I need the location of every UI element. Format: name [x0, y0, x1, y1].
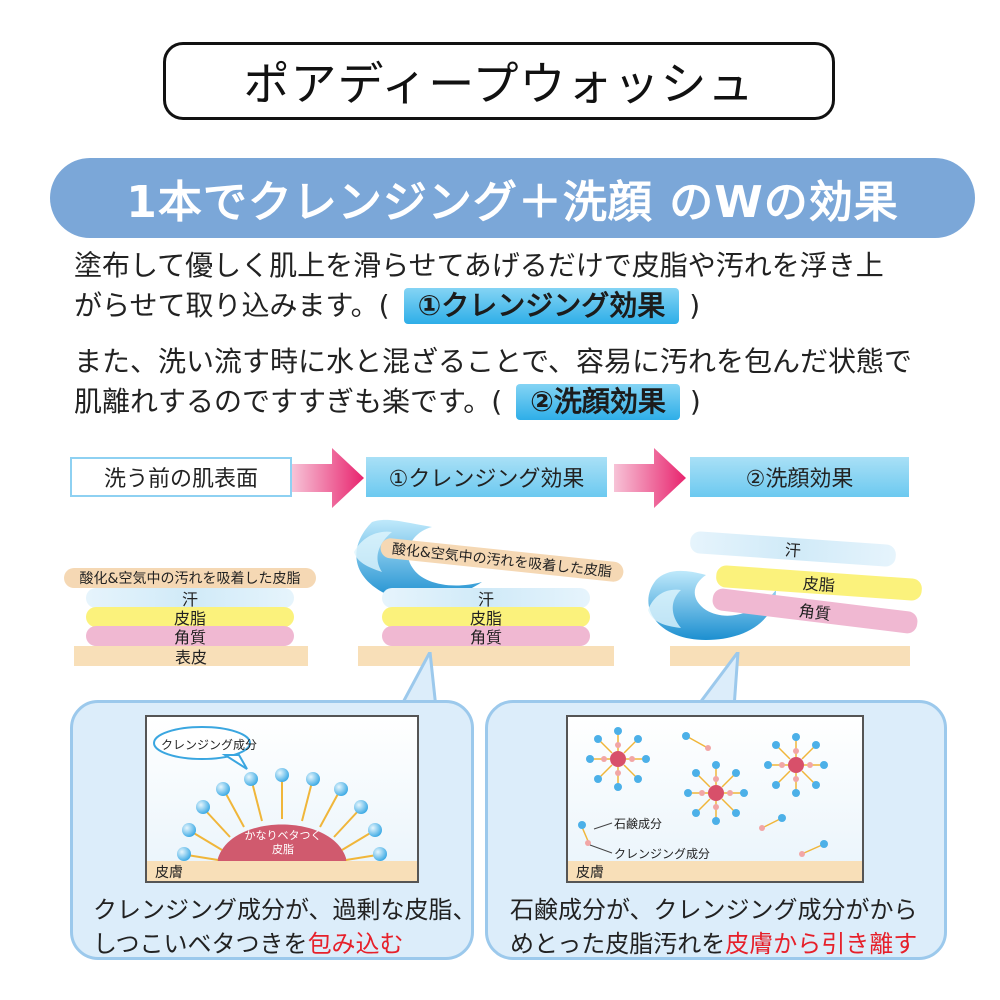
layer-sebum: 皮脂	[86, 607, 294, 628]
skin-label-right: 皮膚	[576, 865, 604, 881]
sticky-sebum-line-1: かなりベタつく	[244, 829, 322, 842]
wash-explanation-panel: 石鹸成分 クレンジング成分 皮膚 石鹸成分が、クレンジング成分がから めとった皮…	[485, 700, 947, 960]
step-before-wash: 洗う前の肌表面	[70, 457, 292, 497]
wash-caption-emphasis: 皮膚から引き離す	[725, 930, 918, 958]
layer-sweat: 汗	[86, 588, 294, 609]
layer-sebum-2: 皮脂	[382, 607, 590, 628]
micelle-wrap-diagram	[147, 717, 417, 881]
paragraph-2: また、洗い流す時に水と混ざることで、容易に汚れを包んだ状態で 肌離れするのですす…	[74, 342, 912, 422]
callout-pointer-right	[694, 652, 740, 708]
skin-strip-left: 皮膚	[147, 861, 417, 881]
step-cleansing-effect: ①クレンジング効果	[366, 457, 607, 497]
soap-ingredient-label: 石鹸成分	[614, 817, 663, 831]
paragraph-1: 塗布して優しく肌上を滑らせてあげるだけで皮脂や汚れを浮き上 がらせて取り込みます…	[74, 246, 884, 326]
skin-strip-right: 皮膚	[568, 861, 862, 881]
cleansing-caption-text: しつこいベタつきを	[93, 930, 308, 958]
cleansing-ingredient-label: クレンジング成分	[614, 847, 711, 861]
wash-illustration: 石鹸成分 クレンジング成分 皮膚	[566, 715, 864, 883]
paragraph-2-text: 肌離れするのですすぎも楽です。(	[74, 385, 503, 418]
cleansing-caption-emphasis: 包み込む	[307, 930, 404, 958]
paragraph-2-line-2: 肌離れするのですすぎも楽です。( ②洗顔効果)	[74, 382, 912, 422]
cleansing-caption: クレンジング成分が、過剰な皮脂、 しつこいベタつきを包み込む	[93, 893, 477, 961]
paragraph-1-line-2: がらせて取り込みます。( ①クレンジング効果)	[74, 286, 884, 326]
layer-horny-2: 角質	[382, 626, 590, 647]
soap-micelle-diagram	[568, 717, 862, 881]
paragraph-1-text: がらせて取り込みます。(	[74, 289, 390, 322]
cleansing-caption-line-2: しつこいベタつきを包み込む	[93, 927, 477, 961]
wash-caption: 石鹸成分が、クレンジング成分がから めとった皮脂汚れを皮膚から引き離す	[510, 893, 918, 961]
arrow-right-icon	[292, 448, 364, 508]
paragraph-1-close: )	[689, 289, 701, 322]
layer-epidermis-2	[358, 646, 614, 666]
paragraph-2-line-1: また、洗い流す時に水と混ざることで、容易に汚れを包んだ状態で	[74, 345, 913, 378]
cleansing-explanation-panel: クレンジング成分 かなりベタつく 皮脂 皮膚 クレンジング成分が、過剰な皮脂、 …	[70, 700, 477, 961]
cleansing-effect-highlight: ①クレンジング効果	[403, 288, 680, 324]
headline-banner: 1本でクレンジング＋洗顔 のWの効果	[50, 158, 975, 238]
layer-epidermis: 表皮	[74, 646, 308, 667]
skin-label-left: 皮膚	[155, 865, 183, 881]
sticky-sebum-line-2: 皮脂	[272, 843, 294, 856]
paragraph-1-line-1: 塗布して優しく肌上を滑らせてあげるだけで皮脂や汚れを浮き上	[74, 249, 884, 282]
callout-pointer-left	[398, 652, 438, 708]
cleansing-bubble-label: クレンジング成分	[161, 738, 258, 752]
layer-sweat-2: 汗	[382, 588, 590, 609]
paragraph-2-close: )	[689, 385, 701, 418]
step-wash-effect: ②洗顔効果	[690, 457, 909, 497]
wash-caption-line-1: 石鹸成分が、クレンジング成分がから	[510, 896, 918, 924]
product-title: ポアディープウォッシュ	[163, 42, 835, 120]
layer-horny: 角質	[86, 626, 294, 647]
wash-effect-highlight: ②洗顔効果	[516, 384, 680, 420]
layer-oxidized-sebum: 酸化&空気中の汚れを吸着した皮脂	[64, 568, 316, 588]
wash-caption-text: めとった皮脂汚れを	[510, 930, 726, 958]
arrow-right-icon-2	[614, 448, 686, 508]
sticky-sebum-label: かなりベタつく 皮脂	[237, 829, 329, 857]
cleansing-illustration: クレンジング成分 かなりベタつく 皮脂 皮膚	[145, 715, 419, 883]
water-splash-icon-2	[648, 570, 776, 640]
cleansing-caption-line-1: クレンジング成分が、過剰な皮脂、	[93, 896, 477, 924]
wash-caption-line-2: めとった皮脂汚れを皮膚から引き離す	[510, 927, 918, 961]
